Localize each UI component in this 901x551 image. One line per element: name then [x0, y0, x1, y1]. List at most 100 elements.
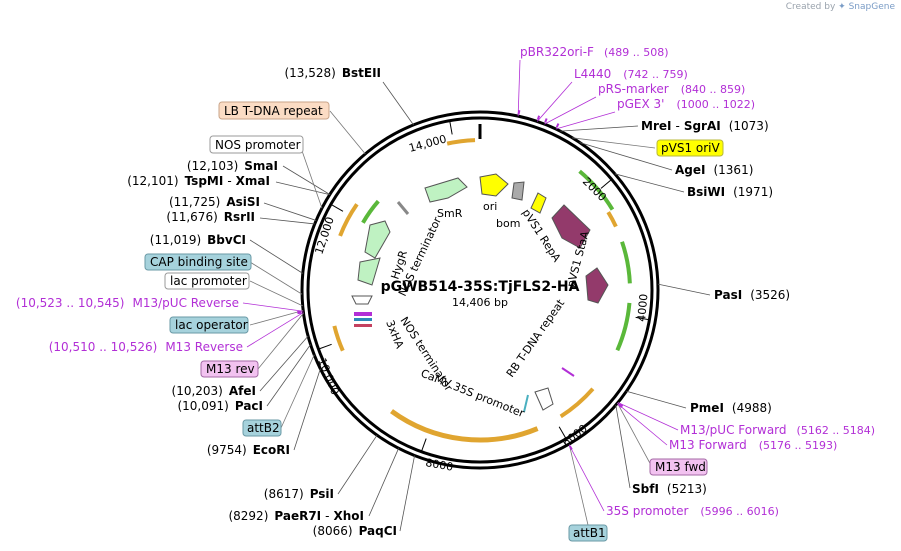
- plasmid-length: 14,406 bp: [452, 296, 508, 309]
- enzyme-label[interactable]: MreI-SgrAI(1073): [641, 119, 769, 133]
- ruler-tick: [558, 426, 567, 440]
- primer-site-mark: [297, 311, 302, 315]
- leader-line: [280, 354, 315, 429]
- enzyme-label[interactable]: (8617)PsiI: [264, 487, 334, 501]
- primer-label[interactable]: 35S promoter(5996 .. 6016): [606, 504, 779, 518]
- leader-line: [368, 448, 399, 517]
- enzyme-label[interactable]: (10,203)AfeI: [172, 384, 256, 398]
- primer-label[interactable]: (10,523 .. 10,545)M13/pUC Reverse: [16, 296, 239, 310]
- primer-site-mark: [555, 123, 560, 128]
- orange-arc-feature: [606, 211, 618, 228]
- orange-arc-feature: [559, 387, 595, 419]
- tick-label: 8000: [424, 456, 454, 474]
- leader-line: [617, 402, 653, 468]
- backbone-outer-ring: [300, 110, 660, 470]
- m13-fwd-label[interactable]: M13 fwd: [655, 460, 706, 474]
- primer-label[interactable]: M13/pUC Forward(5162 .. 5184): [680, 423, 875, 437]
- camv-arrow: [534, 387, 554, 411]
- attb1-label[interactable]: attB1: [573, 526, 606, 540]
- enzyme-label[interactable]: SbfI(5213): [632, 482, 707, 496]
- nos-promoter-arrow: [351, 295, 373, 305]
- tick-label: 4000: [635, 293, 650, 322]
- backbone-inner-ring: [306, 116, 654, 464]
- enzyme-label[interactable]: (12,103)SmaI: [187, 159, 278, 173]
- ori-label[interactable]: ori: [483, 200, 497, 213]
- pvs1-oriv-label[interactable]: pVS1 oriV: [661, 141, 721, 155]
- plasmid-name: pGWB514-35S:TjFLS2-HA: [381, 279, 580, 295]
- primer-label[interactable]: pGEX 3'(1000 .. 1022): [617, 97, 755, 111]
- lb-tdna-mark: [396, 201, 410, 215]
- ruler-tick: [449, 120, 453, 135]
- leader-line: [257, 312, 304, 370]
- leader-line: [517, 59, 521, 117]
- enzyme-label[interactable]: (9754)EcoRI: [207, 443, 290, 457]
- orange-arc-feature: [338, 203, 359, 237]
- enzyme-label[interactable]: (10,091)PacI: [177, 399, 263, 413]
- lb-tdna-label[interactable]: LB T-DNA repeat: [224, 104, 323, 118]
- green-arc-feature: [578, 169, 615, 211]
- nos-promoter-label[interactable]: NOS promoter: [215, 138, 301, 152]
- ruler-tick: [318, 343, 332, 350]
- enzyme-label[interactable]: PasI(3526): [714, 288, 790, 302]
- leader-line: [242, 302, 304, 312]
- enzyme-label[interactable]: (8292)PaeR7I-XhoI: [228, 509, 364, 523]
- ruler-tick: [635, 316, 650, 321]
- enzyme-label[interactable]: PmeI(4988): [690, 401, 772, 415]
- m13-rev-label[interactable]: M13 rev: [206, 362, 255, 376]
- primer-label[interactable]: (10,510 .. 10,526)M13 Reverse: [49, 340, 243, 354]
- primer-label[interactable]: M13 Forward(5176 .. 5193): [669, 438, 837, 452]
- leader-line: [246, 312, 304, 348]
- leader-line: [615, 404, 631, 489]
- green-arc-feature: [615, 302, 632, 352]
- attb1-mark: [523, 394, 529, 413]
- nos-terminator-arrow: [357, 257, 381, 286]
- enzyme-label[interactable]: BsiWI(1971): [687, 185, 773, 199]
- leader-line: [249, 239, 303, 274]
- m13-fwd-box: [649, 458, 708, 476]
- leader-line: [249, 280, 303, 307]
- primer-label[interactable]: pRS-marker(840 .. 859): [598, 82, 745, 96]
- primer-site-mark: [618, 403, 623, 408]
- pvs1-oriv-box: [656, 139, 724, 157]
- attb2-label[interactable]: attB2: [247, 421, 280, 435]
- enzyme-label[interactable]: (12,101)TspMI-XmaI: [127, 174, 270, 188]
- lac-promoter-label[interactable]: lac promoter: [170, 274, 247, 288]
- pvs1-repa-arrow: [551, 204, 591, 249]
- leader-line: [259, 335, 309, 392]
- leader-line: [536, 81, 573, 122]
- primer-site-mark: [517, 110, 521, 115]
- leader-line: [293, 368, 321, 451]
- leader-line: [614, 173, 685, 193]
- m13-rev-box: [200, 360, 259, 378]
- primer-label[interactable]: pBR322ori-F(489 .. 508): [520, 45, 669, 59]
- tick-label: 10,000: [315, 356, 341, 397]
- boxed-labels: LB T-DNA repeat NOS promoter CAP binding…: [144, 101, 724, 542]
- primer-site-mark: [536, 115, 541, 120]
- rb-tdna-label[interactable]: RB T-DNA repeat: [504, 296, 568, 379]
- snapgene-credit: Created by ✦ SnapGene: [785, 2, 895, 12]
- smr-label[interactable]: SmR: [437, 207, 463, 220]
- green-arc-feature: [361, 199, 380, 224]
- green-arc-feature: [620, 241, 632, 284]
- pvs1-oriv-box: [530, 192, 547, 214]
- enzyme-label[interactable]: (8066)PaqCI: [313, 524, 397, 538]
- enzyme-label[interactable]: AgeI(1361): [675, 163, 753, 177]
- cap-site-box: [144, 253, 252, 271]
- smr-arrow: [424, 177, 468, 203]
- enzyme-label[interactable]: (13,528)BstEII: [284, 66, 381, 80]
- leader-line: [399, 455, 415, 532]
- lac-operator-label[interactable]: lac operator: [175, 318, 248, 332]
- enzyme-label[interactable]: (11,019)BbvCI: [150, 233, 246, 247]
- enzyme-label[interactable]: (11,725)AsiSI: [169, 195, 260, 209]
- leader-line: [560, 125, 639, 132]
- bom-label[interactable]: bom: [496, 217, 520, 230]
- enzyme-label[interactable]: (11,676)RsrII: [166, 210, 255, 224]
- cap-site-label[interactable]: CAP binding site: [150, 255, 248, 269]
- ha-tag-mark: [354, 324, 372, 327]
- primer-site-mark: [568, 445, 573, 450]
- orange-arc-feature: [446, 138, 476, 146]
- leader-line: [616, 403, 668, 446]
- leader-line: [249, 310, 304, 326]
- primer-label[interactable]: L4440(742 .. 759): [574, 67, 688, 81]
- leader-line: [266, 344, 311, 407]
